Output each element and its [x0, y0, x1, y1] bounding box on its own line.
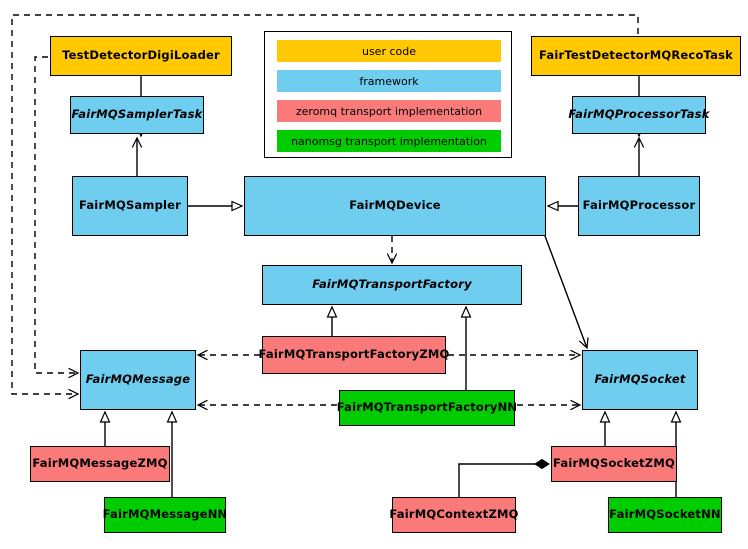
class-node-fairmqsampler[interactable]: FairMQSampler	[72, 176, 188, 236]
class-node-fairmqdevice[interactable]: FairMQDevice	[244, 176, 546, 236]
class-node-label: FairMQSampler	[78, 198, 182, 213]
edge-device-to-socket	[544, 235, 589, 350]
class-node-fairmqmessage[interactable]: FairMQMessage	[80, 350, 196, 410]
class-node-label: FairMQTransportFactoryNN	[336, 400, 518, 415]
class-node-label: FairMQMessageZMQ	[32, 456, 168, 471]
class-node-label: FairMQDevice	[349, 198, 441, 213]
class-node-label: FairTestDetectorMQRecoTask	[539, 48, 733, 63]
class-node-label: FairMQSocketZMQ	[553, 456, 675, 471]
class-node-label: FairMQMessageNN	[102, 507, 228, 522]
class-node-fairmqsocket[interactable]: FairMQSocket	[582, 350, 698, 410]
class-node-label: FairMQContextZMQ	[389, 507, 519, 522]
class-node-fairmqcontextzmq[interactable]: FairMQContextZMQ	[389, 497, 519, 533]
class-node-fairmqsamplertask[interactable]: FairMQSamplerTask	[70, 96, 204, 134]
class-node-fairmqmessagezmq[interactable]: FairMQMessageZMQ	[30, 446, 170, 482]
edge-recotask-to-message	[11, 14, 639, 400]
legend-label-framework: framework	[359, 74, 419, 88]
class-node-fairmqmessagenn[interactable]: FairMQMessageNN	[102, 497, 228, 533]
class-node-label: FairMQSocketNN	[609, 507, 721, 522]
class-node-label: TestDetectorDigiLoader	[62, 48, 220, 63]
edge-digiloader-to-message	[34, 56, 80, 379]
edge-contextzmq-to-socketzmq	[458, 458, 550, 497]
class-node-fairmqtransportfactory[interactable]: FairMQTransportFactory	[262, 265, 522, 305]
legend-label-usercode: user code	[361, 44, 417, 58]
class-node-label: FairMQSamplerTask	[71, 107, 203, 122]
legend-item-nanomsg: nanomsg transport implementation	[277, 130, 501, 152]
class-node-label: FairMQSocket	[594, 372, 686, 387]
legend-panel: user code framework zeromq transport imp…	[264, 31, 512, 158]
class-node-label: FairMQProcessor	[582, 198, 696, 213]
class-node-fairmqprocessor[interactable]: FairMQProcessor	[578, 176, 700, 236]
class-node-fairmqprocessortask[interactable]: FairMQProcessorTask	[568, 96, 709, 134]
class-node-fairtestdetectormqrecotask[interactable]: FairTestDetectorMQRecoTask	[531, 36, 741, 76]
class-node-fairmqsocketzmq[interactable]: FairMQSocketZMQ	[551, 446, 677, 482]
legend-label-zeromq: zeromq transport implementation	[295, 104, 483, 118]
class-node-fairmqtransportfactorynn[interactable]: FairMQTransportFactoryNN	[336, 390, 518, 426]
class-node-label: FairMQMessage	[85, 372, 191, 387]
legend-item-framework: framework	[277, 70, 501, 92]
class-node-fairmqsocketnn[interactable]: FairMQSocketNN	[608, 497, 722, 533]
class-node-label: FairMQProcessorTask	[568, 107, 710, 122]
class-node-testdetectordigiloader[interactable]: TestDetectorDigiLoader	[50, 36, 232, 76]
class-node-label: FairMQTransportFactoryZMQ	[258, 347, 450, 362]
legend-label-nanomsg: nanomsg transport implementation	[291, 134, 487, 148]
legend-item-zeromq: zeromq transport implementation	[277, 100, 501, 122]
class-node-label: FairMQTransportFactory	[312, 277, 472, 292]
legend-item-usercode: user code	[277, 40, 501, 62]
class-node-fairmqtransportfactoryzmq[interactable]: FairMQTransportFactoryZMQ	[259, 336, 449, 374]
